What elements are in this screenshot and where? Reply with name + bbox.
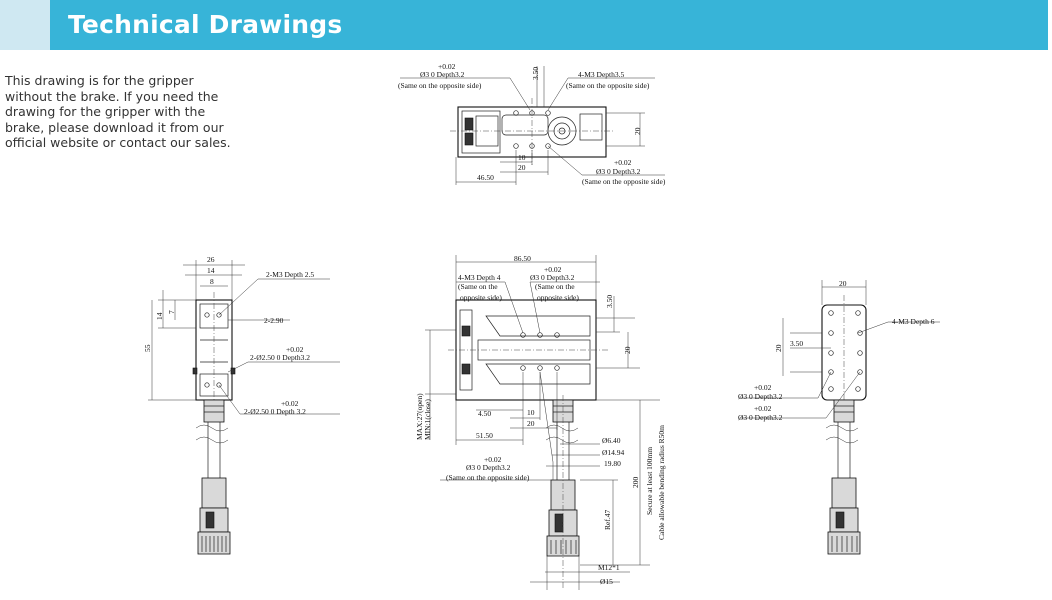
front-dim-5150: 51.50	[476, 431, 493, 440]
top-hole-b: Ø3 0 Depth3.2	[596, 167, 641, 176]
right-view-drawing	[740, 280, 940, 555]
left-hole-a: 2-Ø2.50 0 Depth3.2	[250, 353, 310, 362]
top-tol-b: +0.02	[614, 158, 632, 167]
front-dim-450: 4.50	[478, 409, 491, 418]
top-dim-4650: 46.50	[477, 173, 494, 182]
left-dim-14: 14	[207, 266, 215, 275]
front-tol-a: +0.02	[544, 265, 562, 274]
top-view-drawing	[400, 66, 665, 185]
front-note-b1: (Same on the	[535, 282, 575, 291]
left-thread: 2-M3 Depth 2.5	[266, 270, 314, 279]
left-tol-a: +0.02	[286, 345, 304, 354]
front-dim-20: 20	[623, 346, 632, 354]
left-dim-290: 2-2.90	[264, 316, 284, 325]
front-note-a2: opposite side)	[460, 293, 502, 302]
front-secure-note: Secure at least 100mm	[645, 447, 654, 515]
intro-paragraph: This drawing is for the gripper without …	[5, 73, 231, 150]
left-dim-8: 8	[210, 277, 214, 286]
right-tol-b: +0.02	[754, 404, 772, 413]
top-note-b: (Same on the opposite side)	[566, 81, 650, 90]
top-hole-a: Ø3 0 Depth3.2	[420, 70, 465, 79]
front-dim-350: 3.50	[605, 295, 614, 308]
top-note-c: (Same on the opposite side)	[582, 177, 666, 186]
left-dim-26: 26	[207, 255, 215, 264]
front-cable-note: Cable allowable bending radius R50m	[657, 425, 666, 540]
right-dim-20: 20	[839, 279, 847, 288]
front-dim-640: Ø6.40	[602, 436, 621, 445]
left-dim-55: 55	[143, 344, 152, 352]
left-hole-b: 2-Ø2.50 0 Depth 3.2	[244, 407, 306, 416]
right-dim-20v: 20	[774, 344, 783, 352]
left-tol-b: +0.02	[281, 399, 299, 408]
front-note-b2: opposite side)	[537, 293, 579, 302]
front-note-c: (Same on the opposite side)	[446, 473, 530, 482]
front-dim-1980: 19.80	[604, 459, 621, 468]
top-thread-a: 4-M3 Depth3.5	[578, 70, 624, 79]
front-dim-ref47: Ref.47	[603, 510, 612, 530]
left-view-drawing	[148, 260, 340, 555]
right-hole-b: Ø3 0 Depth3.2	[738, 413, 783, 422]
front-dim-1494: Ø14.94	[602, 448, 625, 457]
top-dim-350: 3.50	[531, 67, 540, 80]
top-note-a: (Same on the opposite side)	[398, 81, 482, 90]
front-dim-10: 10	[527, 408, 535, 417]
front-dim-20b: 20	[527, 419, 535, 428]
front-hole-b: Ø3 0 Depth3.2	[466, 463, 511, 472]
front-view-drawing	[425, 255, 660, 590]
front-dim-15: Ø15	[600, 577, 613, 586]
page-title: Technical Drawings	[68, 10, 343, 39]
front-dim-200: 200	[631, 477, 640, 489]
top-dim-10: 10	[518, 153, 526, 162]
front-dim-8650: 86.50	[514, 254, 531, 263]
right-thread: 4-M3 Depth 6	[892, 317, 935, 326]
top-tol-a: +0.02	[438, 62, 456, 71]
header-banner	[0, 0, 1048, 50]
header-accent-tab	[0, 0, 50, 50]
front-dim-m12: M12*1	[598, 563, 620, 572]
front-stroke-min: MIN:1(close)	[423, 399, 432, 440]
front-stroke-max: MAX:27(open)	[415, 393, 424, 440]
front-note-a1: (Same on the	[458, 282, 498, 291]
top-dim-20-side: 20	[633, 127, 642, 135]
front-thread: 4-M3 Depth 4	[458, 273, 501, 282]
front-hole-a: Ø3 0 Depth3.2	[530, 273, 575, 282]
top-dim-20: 20	[518, 163, 526, 172]
right-hole-a: Ø3 0 Depth3.2	[738, 392, 783, 401]
right-tol-a: +0.02	[754, 383, 772, 392]
right-dim-350: 3.50	[790, 339, 803, 348]
front-tol-b: +0.02	[484, 455, 502, 464]
left-dim-14v: 14	[155, 312, 164, 320]
left-dim-7: 7	[167, 310, 176, 314]
